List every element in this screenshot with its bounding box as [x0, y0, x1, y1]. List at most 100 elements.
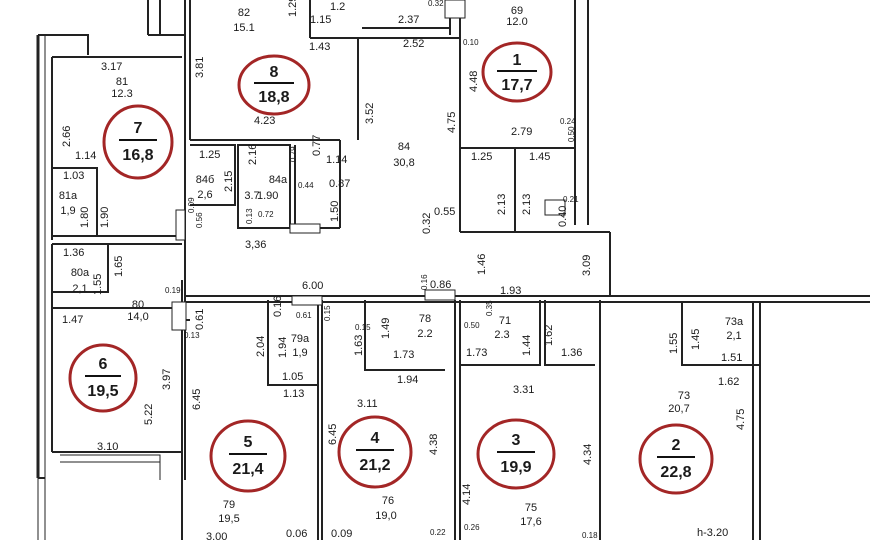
dimension-label: 1.25: [199, 149, 220, 161]
room-badge-ring: [102, 104, 174, 180]
doors: [171, 0, 566, 331]
room-code-area: 3.7: [244, 190, 259, 202]
room-codes: 82 15.1 69 12.0 81 12.3 84 30,8 84б 2,6 …: [59, 5, 744, 528]
dimension-label: 0.61: [296, 311, 312, 320]
room-badge-3: 3 19,9: [476, 418, 556, 490]
dimension-label: 3.52: [364, 103, 376, 124]
dimension-label: 1.50: [329, 201, 341, 222]
dimension-label: 3.09: [581, 255, 593, 276]
dimension-label: 2.04: [255, 336, 267, 357]
room-code: 73а: [725, 316, 744, 328]
dimension-label: 0.10: [463, 38, 479, 47]
room-number: 7: [134, 120, 143, 137]
room-code: 75: [525, 502, 537, 514]
room-code-area: 2.3: [494, 329, 509, 341]
dimension-label: 1.63: [353, 335, 365, 356]
dimension-label: 1.90: [99, 207, 111, 228]
dimension-label: 0.61: [194, 309, 206, 330]
dimension-label: 1.14: [75, 150, 96, 162]
room-area: 18,8: [258, 89, 289, 106]
room-code-area: 15.1: [233, 22, 254, 34]
dimension-label: 3,36: [245, 239, 266, 251]
dimension-label: 0.44: [298, 181, 314, 190]
dimension-label: 0.22: [430, 528, 446, 537]
room-code-area: 2,1: [72, 283, 87, 295]
room-code-area: 2,1: [726, 330, 741, 342]
dimension-label: 1.94: [277, 337, 289, 358]
room-number: 2: [672, 437, 681, 454]
room-area: 21,4: [232, 461, 263, 478]
dimension-label: 3.00: [206, 531, 227, 540]
dimension-label: 0.35: [485, 300, 494, 316]
room-code: 84б: [196, 174, 215, 186]
room-code-area: 20,7: [668, 403, 689, 415]
dimension-label: 1.55: [668, 333, 680, 354]
room-code-area: 19,0: [375, 510, 396, 522]
room-code: 78: [419, 313, 431, 325]
dimension-label: 1.43: [309, 41, 330, 53]
dimension-label: 0.72: [258, 210, 274, 219]
room-badge-6: 6 19,5: [68, 343, 138, 413]
dimension-label: 2.37: [398, 14, 419, 26]
dimension-label: 0.32: [428, 0, 444, 8]
dimension-label: 1.73: [393, 349, 414, 361]
dimension-label: 1.45: [690, 329, 702, 350]
room-badge-8: 8 18,8: [237, 54, 311, 116]
dimension-label: 6.00: [302, 280, 323, 292]
dimension-label: 3.31: [513, 384, 534, 396]
dimension-labels: 1.2 2.37 2.52 1.15 1.29 0.32 0.10 3.17 3…: [61, 0, 747, 540]
room-number: 5: [244, 434, 253, 451]
room-area: 19,9: [500, 459, 531, 476]
room-code-area: 12.0: [506, 16, 527, 28]
dimension-label: 0.79: [289, 146, 298, 162]
room-code: 81а: [59, 190, 78, 202]
dimension-label: 1.14: [326, 154, 347, 166]
dimension-label: 6.45: [191, 389, 203, 410]
dimension-label: 5.22: [143, 404, 155, 425]
room-code-area: 2.2: [417, 328, 432, 340]
dimension-label: 0.18: [582, 531, 598, 540]
room-badge-1: 1 17,7: [481, 41, 553, 103]
room-badge-ring: [237, 54, 311, 116]
dimension-label: 1.15: [310, 14, 331, 26]
room-area: 22,8: [660, 464, 691, 481]
room-code: 71: [499, 315, 511, 327]
dimension-label: 0.15: [323, 305, 332, 321]
dimension-label: 1.90: [257, 190, 278, 202]
dimension-label: 0.16: [272, 296, 284, 317]
room-area: 16,8: [122, 147, 153, 164]
dimension-label: 0.50: [567, 126, 576, 142]
dimension-label: 0.19: [165, 286, 181, 295]
room-code: 81: [116, 76, 128, 88]
dimension-label: 0.32: [421, 213, 433, 234]
dimension-label: 4.75: [446, 112, 458, 133]
room-number: 8: [270, 64, 279, 81]
room-badge-ring: [476, 418, 556, 490]
room-code-area: 14,0: [127, 311, 148, 323]
dimension-label: 0.55: [434, 206, 455, 218]
room-badge-7: 7 16,8: [102, 104, 174, 180]
dimension-label: 0.86: [430, 279, 451, 291]
room-code-area: 19,5: [218, 513, 239, 525]
room-badge-ring: [209, 419, 287, 493]
dimension-label: 1.80: [79, 207, 91, 228]
dimension-label: 0.15: [355, 323, 371, 332]
dimension-label: 1.44: [521, 335, 533, 356]
room-code-area: 1,9: [292, 347, 307, 359]
room-number: 6: [99, 356, 108, 373]
room-code-area: 2,6: [197, 189, 212, 201]
dimension-label: 0.77: [311, 135, 323, 156]
dimension-label: 0.09: [187, 197, 196, 213]
walls: [36, 0, 870, 540]
room-number: 3: [512, 432, 521, 449]
dimension-label: 0.21: [563, 195, 579, 204]
room-badge-4: 4 21,2: [337, 415, 413, 489]
room-badge-ring: [68, 343, 138, 413]
dimension-label: 3.97: [161, 369, 173, 390]
room-number: 4: [371, 430, 380, 447]
dimension-label: 4.14: [461, 484, 473, 505]
room-badge-2: 2 22,8: [638, 423, 714, 495]
room-badge-ring: [481, 41, 553, 103]
room-code: 84: [398, 141, 410, 153]
